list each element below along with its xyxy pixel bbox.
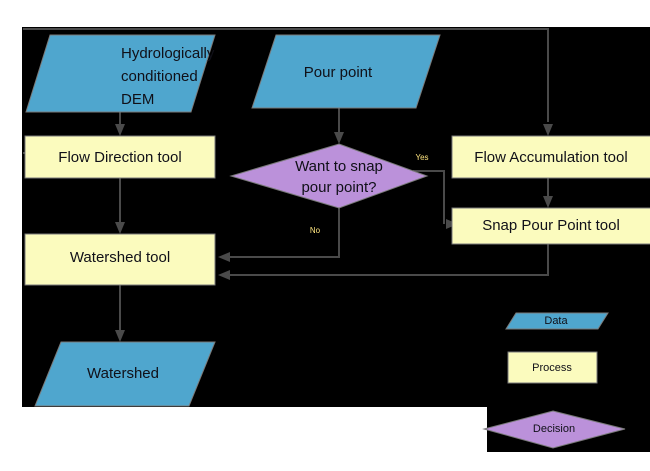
legend-decision-label: Decision <box>533 423 575 435</box>
node-snap-pour-point-tool-shape <box>451 207 650 245</box>
node-flow-accumulation-tool-label: Flow Accumulation tool <box>474 149 627 166</box>
edge-snap-to-watershed-tool <box>230 241 549 276</box>
legend-data-label: Data <box>544 315 568 327</box>
node-hydrologically-conditioned-dem-label-line1: Hydrologically <box>121 45 215 62</box>
node-decision-shape <box>229 143 429 209</box>
edge-snap-to-watershed-tool-arrowhead <box>218 270 230 280</box>
edge-flow-direction-to-watershed-tool-arrowhead <box>115 222 125 234</box>
node-hydrologically-conditioned-dem-label-line2: conditioned <box>121 68 198 85</box>
node-watershed-output-label: Watershed <box>87 365 159 382</box>
node-flow-direction-tool-label: Flow Direction tool <box>58 149 181 166</box>
node-hydrologically-conditioned-dem-label-line3: DEM <box>121 91 154 108</box>
node-flow-accumulation-tool-shape <box>451 135 650 179</box>
node-hydrologically-conditioned-dem-shape <box>25 34 216 113</box>
node-pour-point[interactable]: Pour point <box>251 34 441 109</box>
edge-top-to-flow-accumulation-arrowhead <box>543 124 553 136</box>
legend-item-data: Data <box>505 312 609 330</box>
node-watershed-output-shape <box>34 341 216 407</box>
node-pour-point-label: Pour point <box>304 64 373 81</box>
legend-process-label: Process <box>532 362 572 374</box>
legend-item-process: Process <box>507 351 598 384</box>
node-pour-point-shape <box>251 34 441 109</box>
node-watershed-tool-label: Watershed tool <box>70 249 170 266</box>
legend-process-shape <box>507 351 598 384</box>
edge-dem-to-flow-direction-arrowhead <box>115 124 125 136</box>
edge-flow-accumulation-to-snap-arrowhead <box>543 196 553 208</box>
node-decision-label-line2: pour point? <box>301 179 376 196</box>
legend-item-decision: Decision <box>482 410 626 449</box>
legend-decision-shape <box>482 410 626 449</box>
legend-data-shape <box>505 312 609 330</box>
edge-pour-point-to-decision-arrowhead <box>334 132 344 144</box>
edge-label-no: No <box>310 226 321 235</box>
node-decision-want-to-snap-pour-point[interactable]: Want to snap pour point? <box>229 143 429 209</box>
edge-top-to-flow-accumulation <box>23 28 549 122</box>
node-snap-pour-point-tool[interactable]: Snap Pour Point tool <box>451 207 650 245</box>
node-watershed-output[interactable]: Watershed <box>34 341 216 407</box>
node-watershed-tool-shape <box>24 233 216 286</box>
node-snap-pour-point-tool-label: Snap Pour Point tool <box>482 217 620 234</box>
node-flow-direction-tool[interactable]: Flow Direction tool <box>24 135 216 179</box>
edge-watershed-tool-to-watershed-arrowhead <box>115 330 125 342</box>
edge-decision-no-arrowhead <box>218 252 230 262</box>
edge-decision-yes-to-snap <box>413 170 445 224</box>
node-decision-label-line1: Want to snap <box>295 158 383 175</box>
node-watershed-tool[interactable]: Watershed tool <box>24 233 216 286</box>
node-flow-direction-tool-shape <box>24 135 216 179</box>
node-hydrologically-conditioned-dem[interactable]: Hydrologically conditioned DEM <box>25 34 216 113</box>
edge-label-yes: Yes <box>415 153 428 162</box>
edge-decision-no-to-watershed-tool <box>230 208 340 258</box>
node-flow-accumulation-tool[interactable]: Flow Accumulation tool <box>451 135 650 179</box>
